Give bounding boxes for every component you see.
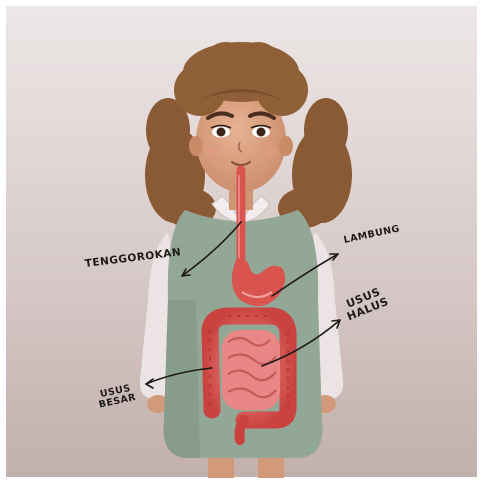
- ear-right: [279, 136, 293, 156]
- rectum: [240, 420, 245, 440]
- ear-left: [189, 136, 203, 156]
- vest-shade: [163, 300, 200, 458]
- small-intestine: [222, 330, 280, 410]
